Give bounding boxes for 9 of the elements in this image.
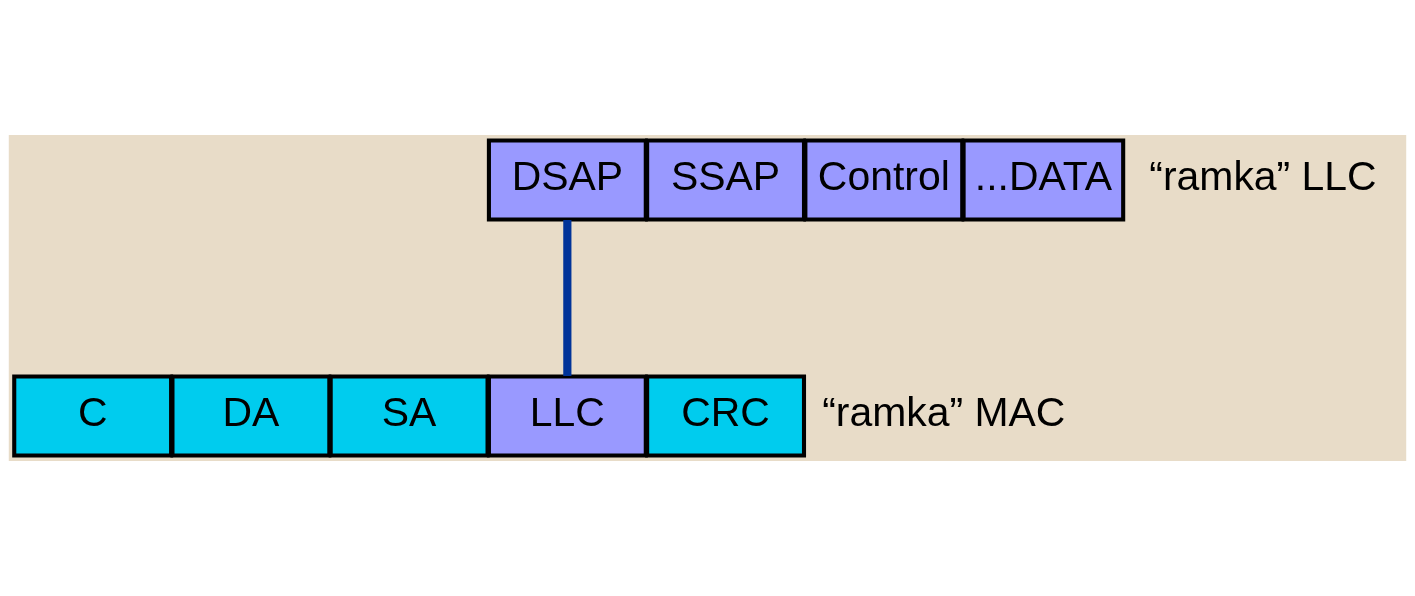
label: “ramka” LLC: [1149, 153, 1377, 200]
node-box: Control: [803, 138, 965, 222]
node-box: SA: [328, 374, 490, 458]
node-box: DSAP: [486, 138, 648, 222]
connector: [563, 219, 572, 377]
label: “ramka” MAC: [822, 389, 1066, 436]
node-box: CRC: [645, 374, 807, 458]
node-box: DA: [170, 374, 332, 458]
node-box: ...DATA: [961, 138, 1126, 222]
